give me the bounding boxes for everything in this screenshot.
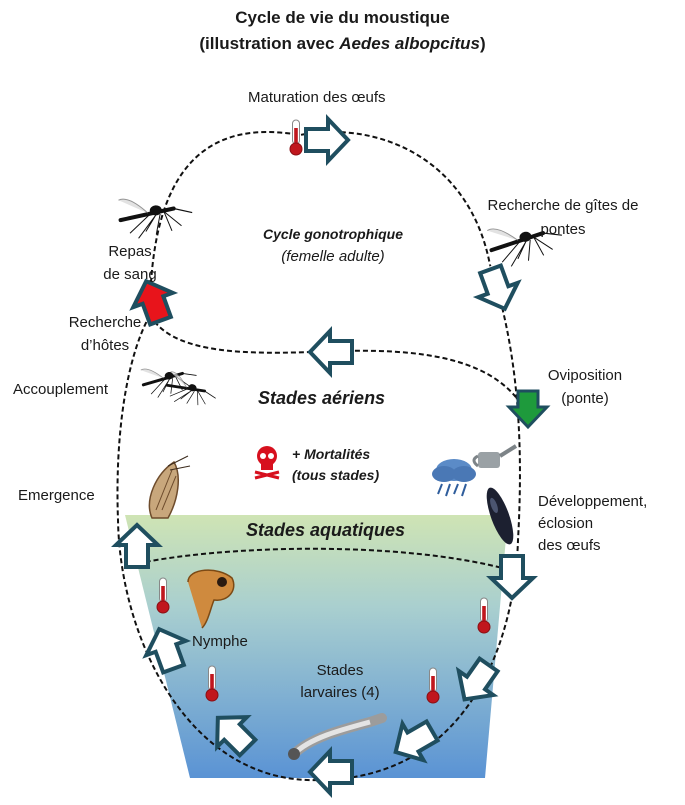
label-recherche-hotes: Recherche d’hôtes: [68, 314, 142, 354]
label-emergence: Emergence: [18, 487, 95, 504]
label-tous-stades: (tous stades): [292, 467, 380, 483]
diagram-subtitle: (illustration avec Aedes albopcitus): [199, 34, 486, 53]
label-oviposition: Oviposition (ponte): [547, 367, 623, 407]
emerging-mosquito-icon: [148, 455, 191, 519]
label-femelle-adulte: (femelle adulte): [281, 248, 385, 265]
outer-cycle-path: [116, 264, 521, 782]
mosquito-icon: [116, 190, 197, 243]
egg-raft-icon: [486, 487, 514, 545]
label-stades-larvaires: Stades larvaires (4): [300, 662, 380, 701]
label-repas-de-sang: Repas de sang: [103, 243, 157, 283]
gonotrophic-cycle-path: [149, 131, 491, 316]
label-accouplement: Accouplement: [13, 381, 109, 398]
skull-icon: [254, 446, 280, 480]
pupa-icon: [187, 569, 235, 629]
blood-meal-arrow-icon: [129, 278, 179, 327]
label-mortalites: + Mortalités: [292, 446, 371, 462]
watering-can-icon: [472, 444, 518, 468]
label-stades-aquatiques: Stades aquatiques: [246, 520, 406, 540]
label-stades-aeriens: Stades aériens: [258, 388, 386, 408]
diagram-title: Cycle de vie du moustique: [235, 8, 450, 27]
label-maturation: Maturation des œufs: [248, 89, 386, 106]
oviposition-arrow-icon: [505, 389, 551, 430]
species-name: Aedes albopcitus: [339, 34, 480, 53]
larva-icon: [288, 713, 387, 760]
thermometer-icon: [289, 119, 303, 156]
water-line-path: [129, 547, 511, 571]
label-cycle-gonotrophique: Cycle gonotrophique: [263, 226, 403, 242]
rain-cloud-icon: [432, 459, 476, 497]
label-recherche-gites: Recherche de gîtes de pontes: [487, 197, 639, 238]
label-nymphe: Nymphe: [192, 633, 248, 650]
mosquito-icon: [139, 358, 201, 402]
label-developpement: Développement, éclosion des œufs: [538, 493, 648, 554]
